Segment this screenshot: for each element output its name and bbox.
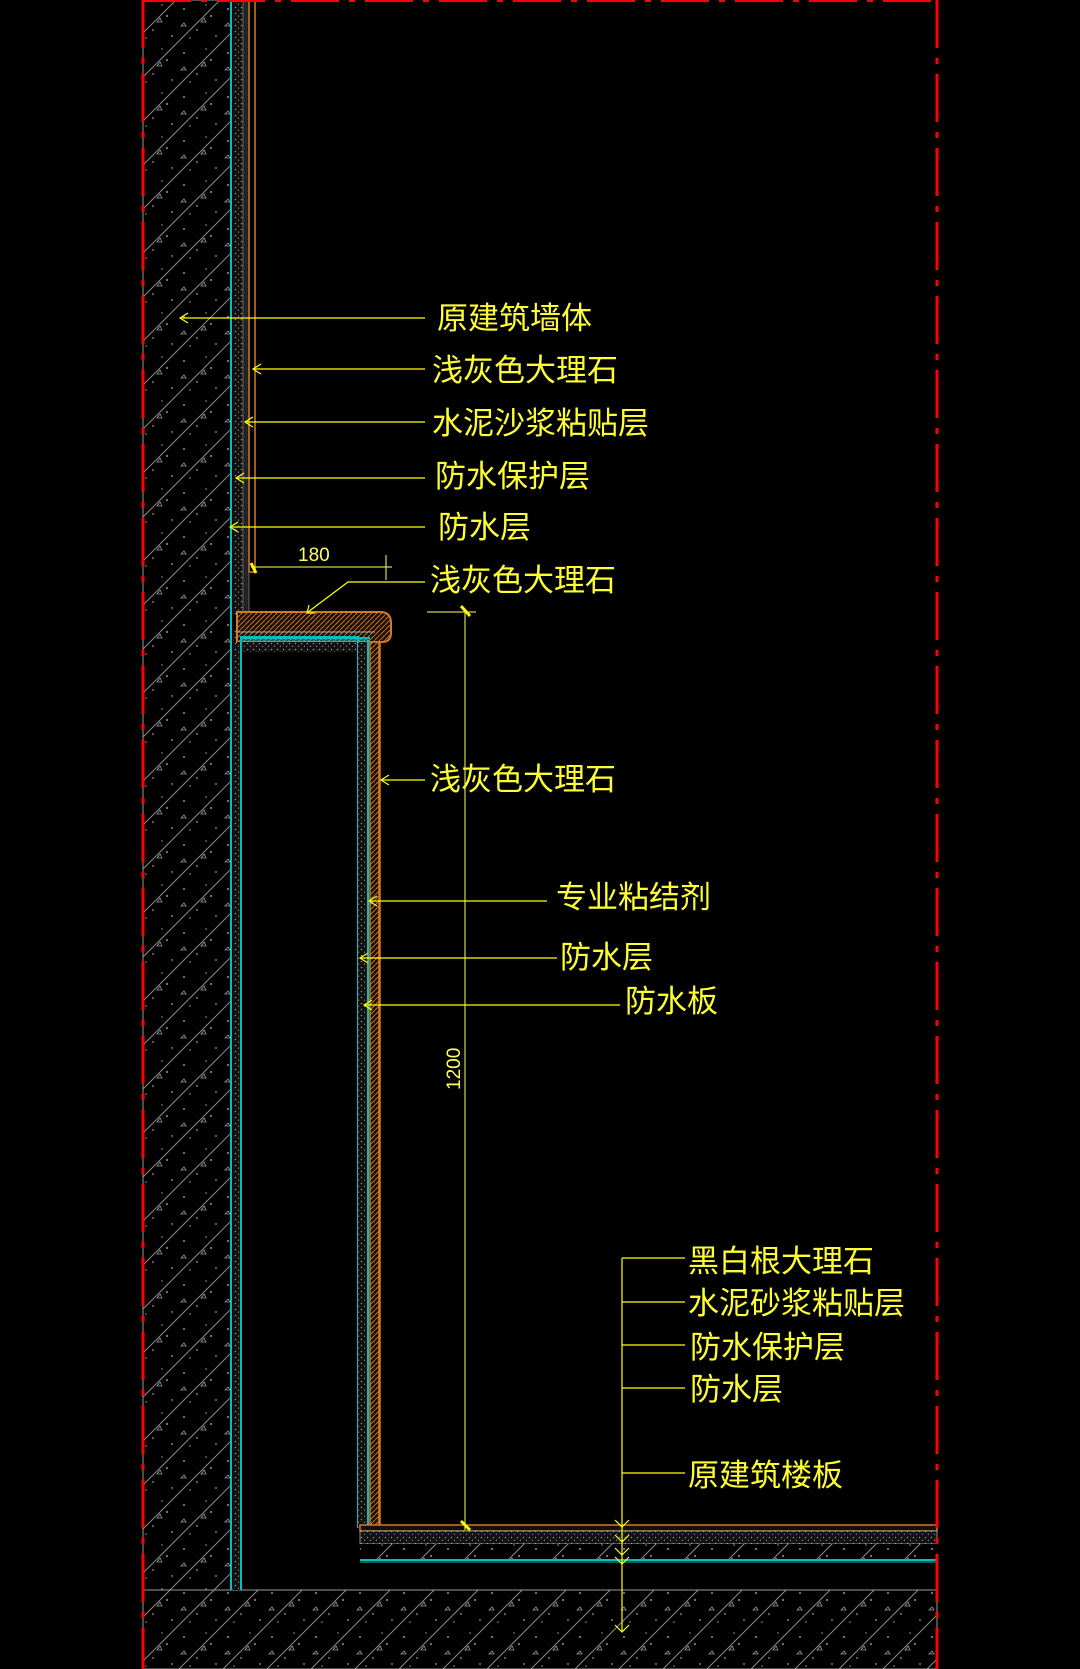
label-floor-mortar: 水泥砂浆粘贴层 bbox=[688, 1286, 905, 1322]
ledge-inner-waterproof bbox=[240, 636, 359, 1590]
ledge-top-band bbox=[237, 642, 373, 652]
existing-floor-slab bbox=[142, 1589, 938, 1669]
label-wall-original: 原建筑墙体 bbox=[437, 301, 592, 337]
dim-180-text: 180 bbox=[298, 545, 330, 566]
label-side-board: 防水板 bbox=[625, 984, 718, 1020]
ledge-cap-marble bbox=[236, 611, 392, 643]
wall-protect-layer bbox=[233, 0, 243, 615]
label-floor-marble: 黑白根大理石 bbox=[688, 1244, 874, 1280]
label-cap-marble: 浅灰色大理石 bbox=[430, 563, 616, 599]
floor-protect bbox=[360, 1544, 937, 1560]
floor-mortar bbox=[359, 1530, 938, 1545]
ledge-front-marble bbox=[369, 641, 380, 1529]
label-side-waterproof: 防水层 bbox=[560, 940, 653, 976]
label-side-adhesive: 专业粘结剂 bbox=[556, 880, 711, 916]
wall-marble-layer bbox=[248, 0, 256, 573]
dim-1200-text: 1200 bbox=[444, 1048, 465, 1090]
floor-marble bbox=[359, 1524, 938, 1532]
ledge-front-board bbox=[358, 643, 367, 1528]
label-floor-slab: 原建筑楼板 bbox=[688, 1458, 843, 1494]
label-wall-marble: 浅灰色大理石 bbox=[432, 353, 618, 389]
existing-wall bbox=[142, 0, 232, 1591]
label-floor-waterproof: 防水层 bbox=[690, 1372, 783, 1408]
label-side-marble: 浅灰色大理石 bbox=[430, 762, 616, 798]
wall-mortar-layer bbox=[242, 0, 250, 616]
label-wall-waterproof: 防水层 bbox=[438, 510, 531, 546]
lower-wall-protect bbox=[233, 630, 241, 1590]
label-floor-protect: 防水保护层 bbox=[690, 1330, 845, 1366]
label-wall-mortar: 水泥沙浆粘贴层 bbox=[432, 406, 649, 442]
label-wall-protect: 防水保护层 bbox=[435, 459, 590, 495]
